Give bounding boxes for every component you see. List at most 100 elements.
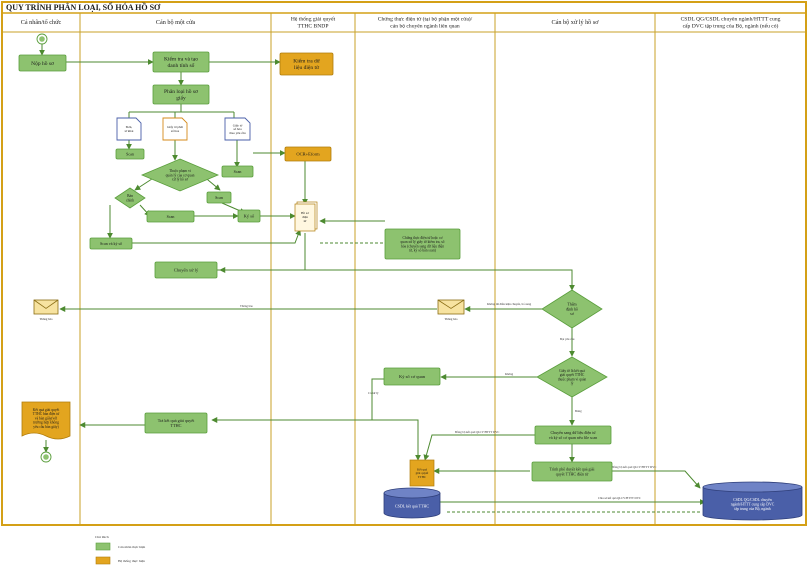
connector-chuyenxuly-thamdinh: [217, 269, 575, 291]
mail-icon-thong-bao-1: Thông báo: [33, 299, 59, 321]
node-ky-so-line-1: Ký số: [244, 214, 255, 219]
decision-giay-to-ket-qua-line-1: Giấy tờ là kết quả: [559, 369, 585, 373]
lane-header-6-line-1: CSDL QG/CSDL chuyên ngành/HTTT cung: [681, 17, 781, 23]
document-ket-qua-canhan-line-4: trường hợp không: [33, 421, 59, 425]
connector-chuyensang-ketqua: [423, 434, 535, 461]
edge-label-chuyen-ve: Không đủ điều kiện chuyển, bổ sung: [487, 301, 532, 307]
document-ho-so-dien-tu-line-2: điện: [302, 215, 308, 219]
node-phan-loai-line-2: giấy: [176, 95, 186, 102]
edge-label-luu-2: Đồng bộ kết quả QLCV/HTTT DVC: [612, 465, 656, 469]
database-csdl-ho-so-line-1: CSDL kết quả TTHC: [395, 503, 429, 508]
database-csdl-qg-line-3: tập trung của Bộ, ngành: [734, 507, 770, 512]
decision-thuoc-pham-vi-line-2: quản lý của cơ quan: [166, 173, 195, 177]
node-scan-3: Scan: [221, 165, 254, 178]
node-scan-4-line-1: Scan: [215, 195, 223, 200]
mail-icon-thong-bao-1-line-1: Thông báo: [40, 317, 53, 321]
document-doc-giay-to-khac-line-1: Giấy tờ: [233, 123, 243, 127]
node-kiem-tra-du-lieu-line-1: Kiểm tra dữ: [293, 58, 321, 65]
document-doc-giay-to-khac-line-3: theo yêu cầu: [229, 131, 246, 135]
node-scan-1-line-1: Scan: [126, 151, 134, 156]
decision-giay-to-ket-qua-line-3: thuộc phạm vi quản: [558, 377, 587, 381]
node-nop-ho-so-line-1: Nộp hồ sơ: [31, 60, 54, 67]
document-ket-qua-dien-tu-line-3: TTHC: [418, 475, 426, 479]
node-chung-thuc-line-1: Chứng thực điện tử hoặc cơ: [403, 236, 443, 240]
node-ocr: OCR+Eform: [284, 146, 332, 162]
node-nop-ho-so: Nộp hồ sơ: [18, 54, 67, 72]
node-scan-ky-so-line-1: Scan và ký số: [100, 241, 122, 246]
decision-thuoc-pham-vi-line-1: Thuộc phạm vi: [169, 169, 191, 173]
node-scan-2: Scan: [146, 210, 195, 223]
edge-label-dat: Đạt yêu cầu: [560, 337, 575, 341]
node-trinh-phe-duyet-line-1: Trình phê duyệt kết quả giải: [549, 467, 595, 472]
node-ocr-line-1: OCR+Eform: [296, 152, 320, 157]
node-chuyen-sang-du-lieu-line-2: và ký số cơ quan nếu file scan: [549, 435, 597, 440]
document-ket-qua-canhan-line-5: yêu cầu bản giấy): [33, 425, 59, 429]
node-chuyen-xu-ly: Chuyển xử lý: [154, 261, 218, 279]
document-ho-so-dien-tu-line-3: tử: [304, 219, 307, 223]
legend-label-system: Hệ thống thực hiện: [118, 559, 145, 563]
legend-title: Chú thích: [95, 535, 109, 539]
node-tra-ket-qua-line-1: Trả kết quả giải quyết: [158, 418, 195, 423]
edge-label-group: Thông báo Không đủ điều kiện chuyển, bổ …: [240, 301, 656, 500]
decision-ban-chinh-line-1: Bản: [127, 194, 133, 198]
node-scan-4: Scan: [206, 191, 232, 204]
decision-ban-chinh-line-2: chính: [126, 198, 134, 202]
decision-tham-dinh-line-2: định hồ: [566, 306, 578, 311]
diagram-title: QUY TRÌNH PHÂN LOẠI, SỐ HÓA HỒ SƠ: [6, 2, 161, 12]
node-scan-ky-so: Scan và ký số: [89, 237, 133, 250]
node-chung-thuc-line-3: hóa (chuyển sang dữ liệu điện: [401, 243, 444, 248]
node-ky-so: Ký số: [237, 209, 261, 223]
lane-header-4-line-2: cán bộ chuyên ngành liên quan: [390, 23, 460, 29]
connector-scankyso-hoso: [132, 229, 301, 244]
edge-label-khong: Không: [505, 372, 514, 376]
database-csdl-qg-line-1: CSDL QG/CSDL chuyên: [733, 498, 772, 502]
legend: Chú thích Cán nhân thực hiện Hệ thống th…: [95, 535, 146, 565]
mail-icon-thong-bao-2-line-1: Thông báo: [445, 317, 458, 321]
node-phan-loai-line-1: Phân loại hồ sơ: [164, 88, 198, 95]
legend-swatch-system: [95, 556, 111, 565]
node-kiem-tra-tao-line-2: danh tính số: [168, 62, 195, 69]
node-scan-3-line-1: Scan: [234, 169, 242, 174]
lane-header-3-line-1: Hệ thống giải quyết: [291, 16, 336, 23]
document-doc-giay-to-line-1: Giấy tờ phải: [167, 125, 183, 129]
edge-label-dong-bo: Chia sẻ kết quả QLCV/HTTT DVC: [598, 496, 641, 500]
connector-phanloai-docs: [128, 104, 235, 118]
legend-label-person: Cán nhân thực hiện: [118, 545, 146, 549]
edge-label-dung: Đúng: [575, 409, 582, 413]
node-chuyen-xu-ly-line-1: Chuyển xử lý: [174, 268, 199, 273]
decision-giay-to-ket-qua-line-2: giải quyết TTHC: [560, 373, 585, 377]
document-ket-qua-dien-tu-line-1: Kết quả: [417, 467, 428, 471]
legend-swatch-person: [95, 542, 111, 551]
document-doc-giay-to-khac-line-2: số hóa: [233, 127, 242, 131]
edge-label-co-xu-ly: Có xử lý: [368, 391, 379, 395]
lane-header-4-line-1: Chứng thực điện tử (tại bộ phận một cửa)…: [378, 16, 473, 23]
decision-tham-dinh-line-1: Thẩm: [567, 302, 577, 307]
edge-label-luu-1: Đồng bộ kết quả QLCV/HTTT DVC: [455, 430, 499, 434]
document-ket-qua-canhan-line-3: và bản giấy(với: [35, 416, 57, 420]
node-scan-1: Scan: [115, 148, 145, 160]
start-node: [36, 33, 48, 45]
document-ket-qua-canhan-line-2: TTHC bản điện tử: [33, 412, 60, 416]
end-node: [40, 451, 52, 463]
node-ky-so-co-quan-line-1: Ký số cơ quan: [399, 374, 426, 379]
document-doc-don-line-2: tờ khai: [125, 129, 134, 133]
node-ky-so-co-quan: Ký số cơ quan: [383, 367, 441, 386]
node-scan-2-line-1: Scan: [167, 214, 175, 219]
node-chung-thuc-line-4: tử, ký số bản scan): [409, 249, 437, 254]
lane-header-1-line-1: Cá nhân/tổ chức: [21, 19, 62, 26]
lane-header-6-line-2: cấp DVC tập trung của Bộ, ngành (nếu có): [683, 22, 779, 29]
decision-tham-dinh-line-3: sơ: [570, 311, 575, 316]
